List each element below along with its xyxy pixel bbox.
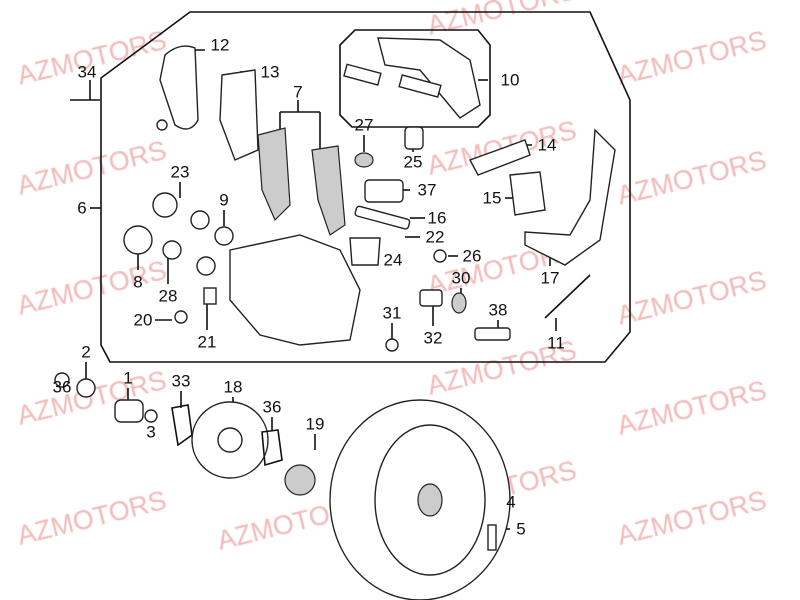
part-callout-14[interactable]: 14 bbox=[537, 135, 557, 155]
part-callout-12[interactable]: 12 bbox=[210, 35, 230, 55]
part-callout-15[interactable]: 15 bbox=[482, 188, 502, 208]
part-callout-5[interactable]: 5 bbox=[516, 519, 526, 539]
part-callout-16[interactable]: 16 bbox=[427, 208, 447, 228]
part-callout-7[interactable]: 7 bbox=[293, 82, 303, 102]
part-callout-25[interactable]: 25 bbox=[403, 152, 423, 172]
part-callout-10[interactable]: 10 bbox=[500, 70, 520, 90]
part-callout-2[interactable]: 2 bbox=[81, 342, 91, 362]
part-callout-24[interactable]: 24 bbox=[383, 250, 403, 270]
part-callout-4[interactable]: 4 bbox=[506, 492, 516, 512]
part-callout-30[interactable]: 30 bbox=[451, 268, 471, 288]
pad-spring bbox=[219, 69, 259, 161]
part-callout-21[interactable]: 21 bbox=[197, 332, 217, 352]
caliper-bracket bbox=[377, 37, 481, 119]
part-callout-36[interactable]: 36 bbox=[52, 377, 72, 397]
part-callout-1[interactable]: 1 bbox=[123, 368, 133, 388]
part-callout-34[interactable]: 34 bbox=[77, 62, 97, 82]
part-callout-19[interactable]: 19 bbox=[305, 414, 325, 434]
pad-shim bbox=[159, 45, 199, 130]
bracket-group-frame bbox=[339, 29, 491, 128]
part-callout-26[interactable]: 26 bbox=[462, 246, 482, 266]
parts bbox=[54, 37, 616, 600]
part-callout-31[interactable]: 31 bbox=[382, 303, 402, 323]
lever bbox=[524, 128, 616, 266]
plate bbox=[469, 139, 531, 176]
part-callout-3[interactable]: 3 bbox=[146, 422, 156, 442]
caliper-group-frame bbox=[100, 11, 631, 363]
part-callout-33[interactable]: 33 bbox=[171, 371, 191, 391]
part-callout-23[interactable]: 23 bbox=[170, 162, 190, 182]
brake-pad bbox=[257, 127, 291, 222]
caliper-body bbox=[229, 234, 361, 346]
part-callout-22[interactable]: 22 bbox=[425, 227, 445, 247]
part-callout-11[interactable]: 11 bbox=[547, 333, 565, 353]
part-callout-37[interactable]: 37 bbox=[417, 180, 437, 200]
part-callout-38[interactable]: 38 bbox=[488, 300, 508, 320]
part-callout-20[interactable]: 20 bbox=[133, 310, 153, 330]
part-callout-28[interactable]: 28 bbox=[158, 286, 178, 306]
part-callout-32[interactable]: 32 bbox=[423, 328, 443, 348]
part-callout-13[interactable]: 13 bbox=[260, 62, 280, 82]
part-callout-8[interactable]: 8 bbox=[133, 272, 143, 292]
part-callout-6[interactable]: 6 bbox=[77, 198, 87, 218]
part-callout-27[interactable]: 27 bbox=[354, 115, 374, 135]
part-callout-9[interactable]: 9 bbox=[219, 190, 229, 210]
part-callout-18[interactable]: 18 bbox=[223, 377, 243, 397]
part-callout-17[interactable]: 17 bbox=[540, 268, 560, 288]
part-callout-36[interactable]: 36 bbox=[262, 397, 282, 417]
